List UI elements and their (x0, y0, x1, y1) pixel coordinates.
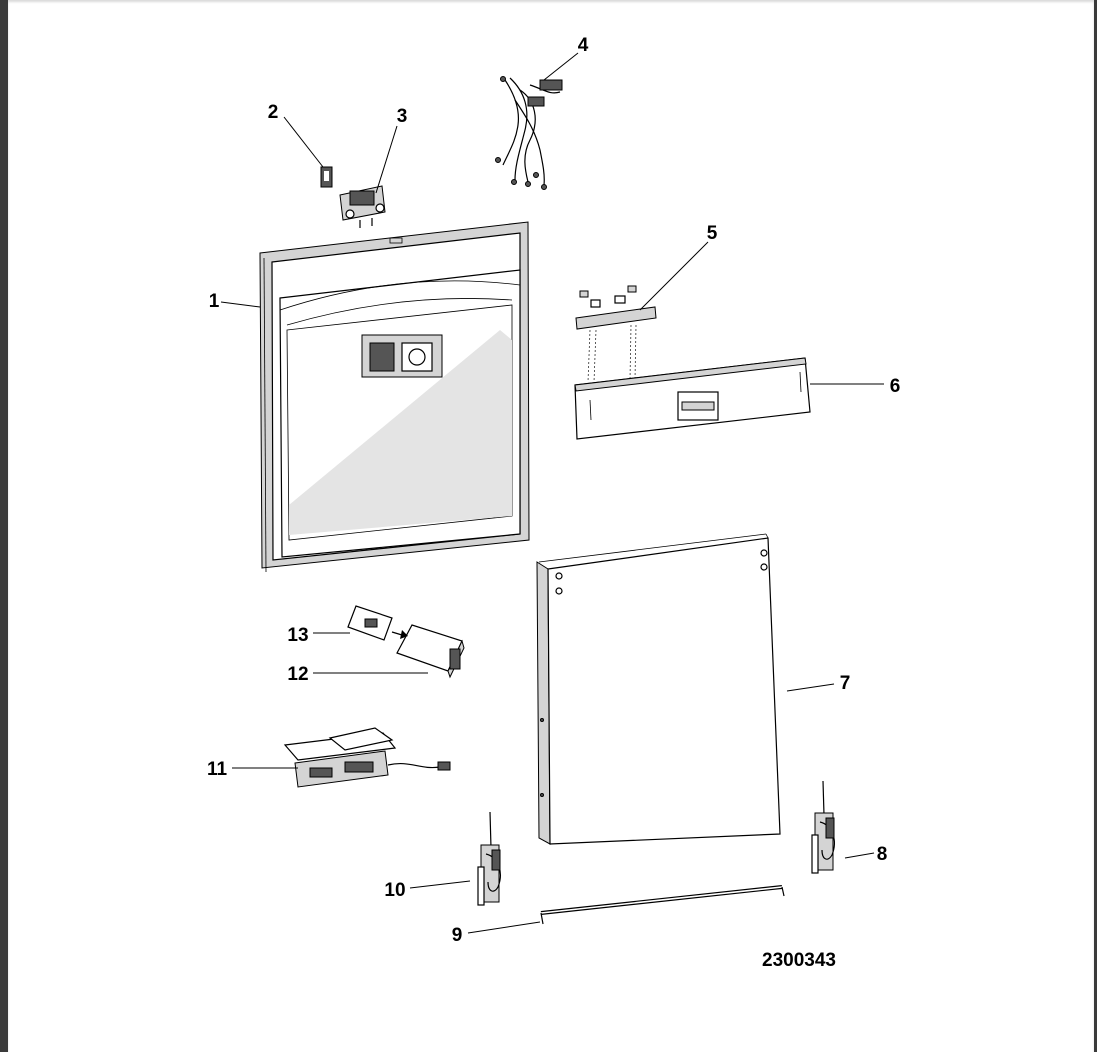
callout-4: 4 (578, 35, 589, 56)
part-13-dispenser-lid[interactable] (347, 605, 408, 641)
leader-lines (220, 52, 884, 934)
part-6-control-panel[interactable] (574, 357, 811, 440)
document-page: 2 3 4 1 5 6 7 8 9 10 11 12 13 2300343 (8, 0, 1094, 1052)
leader-8 (844, 852, 875, 859)
callout-6: 6 (890, 376, 901, 397)
callout-13: 13 (287, 625, 308, 646)
leader-5 (639, 241, 709, 311)
part-4-wiring-harness[interactable] (495, 76, 563, 190)
leader-10 (409, 880, 471, 889)
part-1-door-inner[interactable] (259, 221, 530, 573)
part-5-control-keypad[interactable] (575, 285, 657, 383)
part-3-door-lock[interactable] (339, 185, 386, 228)
leader-3 (375, 125, 398, 194)
callout-2: 2 (268, 102, 279, 123)
leader-4 (543, 52, 579, 81)
part-12-dispenser[interactable] (396, 624, 465, 679)
callout-11: 11 (207, 759, 228, 780)
part-11-electronic-board[interactable] (283, 727, 451, 788)
part-7-outer-door-panel[interactable] (536, 533, 781, 845)
part-2-lock-hook[interactable] (320, 166, 333, 188)
callout-10: 10 (384, 880, 405, 901)
document-number: 2300343 (762, 950, 836, 971)
part-9-hinge-rod[interactable] (540, 885, 785, 925)
callout-1: 1 (209, 291, 220, 312)
callout-8: 8 (877, 844, 888, 865)
leader-7 (786, 683, 835, 692)
callout-7: 7 (840, 673, 851, 694)
leader-1 (220, 301, 261, 308)
callout-3: 3 (397, 106, 408, 127)
leader-9 (467, 921, 541, 934)
callout-5: 5 (707, 223, 718, 244)
leader-2 (283, 116, 324, 168)
exploded-parts-diagram: 2 3 4 1 5 6 7 8 9 10 11 12 13 2300343 (207, 35, 900, 971)
part-10-hinge-left[interactable] (477, 811, 501, 906)
callout-12: 12 (287, 664, 308, 685)
callout-labels: 2 3 4 1 5 6 7 8 9 10 11 12 13 (207, 35, 900, 946)
callout-9: 9 (452, 925, 463, 946)
part-8-hinge-right[interactable] (811, 780, 835, 874)
